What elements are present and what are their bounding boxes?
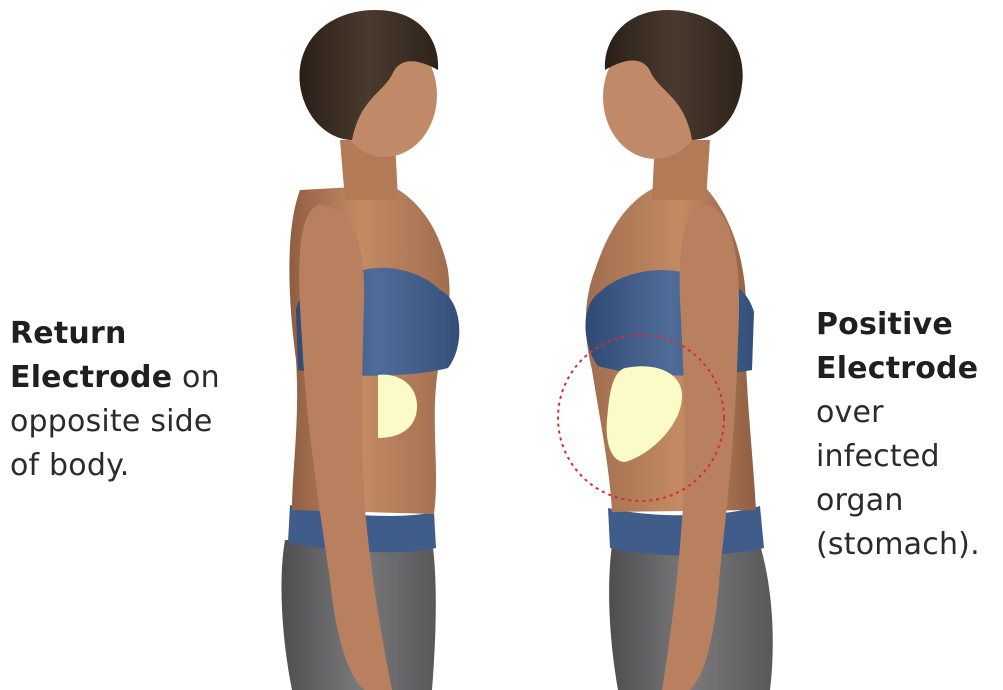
- left-figure: [281, 10, 459, 690]
- positive-label-line4: infected: [816, 435, 1003, 479]
- return-label-line1: Return: [10, 316, 127, 351]
- positive-label-line6: (stomach).: [816, 523, 1003, 567]
- return-label-line3: opposite side: [10, 400, 260, 444]
- right-figure: [558, 10, 773, 690]
- return-label-line2: Electrode: [10, 360, 172, 395]
- positive-label-line5: organ: [816, 479, 1003, 523]
- return-label-on: on: [172, 360, 220, 395]
- return-label-line4: of body.: [10, 444, 260, 488]
- return-electrode-caption: Return Electrode on opposite side of bod…: [10, 312, 260, 488]
- positive-electrode-caption: Positive Electrode over infected organ (…: [816, 303, 1003, 567]
- positive-label-line1: Positive: [816, 307, 953, 342]
- positive-label-line3: over: [816, 391, 1003, 435]
- positive-label-line2: Electrode: [816, 351, 978, 386]
